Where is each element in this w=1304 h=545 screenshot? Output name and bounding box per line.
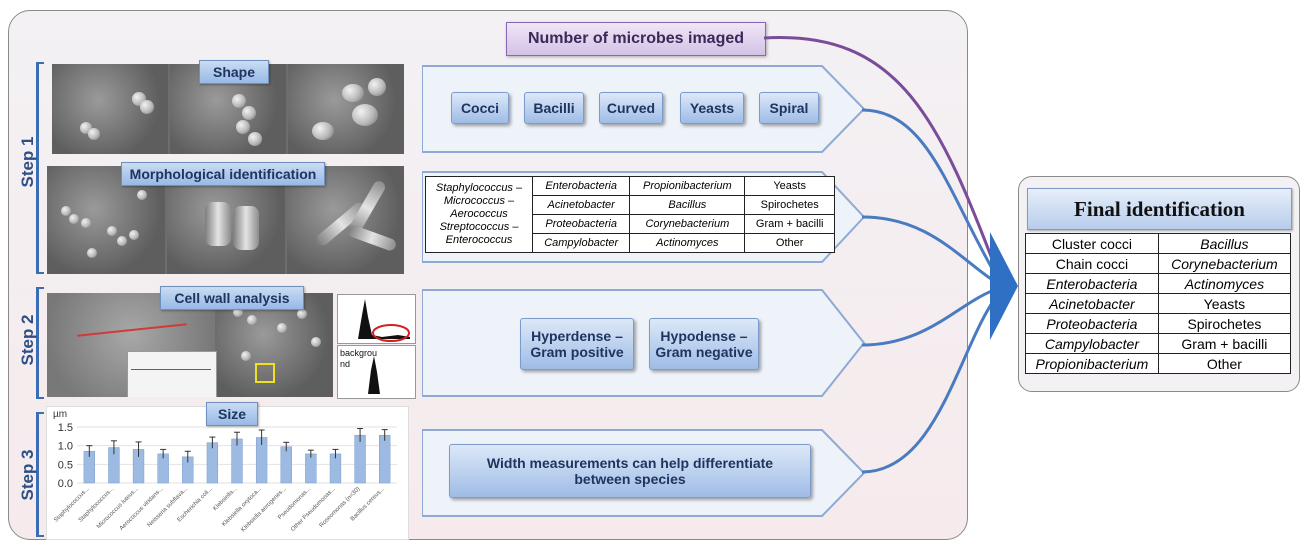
y-tick-label: 0.5 [58,459,73,471]
histogram-top [337,294,416,344]
size-tag: Size [206,402,258,426]
shape-button-spiral: Spiral [759,92,819,124]
final-cell: Actinomyces [1157,273,1292,294]
shape-button-cocci: Cocci [451,92,509,124]
step2-bracket [36,287,44,399]
y-axis-label: µm [53,409,67,420]
shape-tag: Shape [199,60,269,84]
final-identification-title: Final identification [1027,188,1292,230]
final-cell: Bacillus [1157,233,1292,254]
final-cell: Chain cocci [1025,253,1159,274]
cellwall-tag: Cell wall analysis [160,286,304,310]
morph-cell: Other [744,233,835,253]
morphological-tag: Morphological identification [121,162,325,186]
microbes-imaged-box: Number of microbes imaged [506,22,766,56]
morph-cocci-cell: Staphylococcus – Micrococcus – Aerococcu… [425,176,533,253]
final-cell: Enterobacteria [1025,273,1159,294]
y-tick-label: 1.0 [58,441,73,453]
final-cell: Yeasts [1157,293,1292,314]
final-cell: Cluster cocci [1025,233,1159,254]
morph-cell: Actinomyces [629,233,746,253]
gram-negative-button: Hypodense –Gram negative [649,318,759,370]
shape-button-yeasts: Yeasts [680,92,744,124]
morph-cell: Proteobacteria [531,214,631,234]
final-cell: Acinetobacter [1025,293,1159,314]
final-cell: Corynebacterium [1157,253,1292,274]
morphology-table: Staphylococcus – Micrococcus – Aerococcu… [425,176,835,253]
gram-positive-button: Hyperdense –Gram positive [520,318,634,370]
final-cell: Spirochetes [1157,313,1292,334]
y-tick-label: 1.5 [58,422,73,434]
final-cell: Other [1157,353,1292,374]
histogram-bottom: backgrou nd [337,345,416,399]
cellwall-micrographs [47,293,333,397]
width-measurement-box: Width measurements can help differentiat… [449,444,811,498]
final-cell: Gram + bacilli [1157,333,1292,354]
histogram-background-label: backgrou nd [340,348,378,369]
y-tick-label: 0.0 [58,478,73,490]
final-cell: Proteobacteria [1025,313,1159,334]
final-cell: Campylobacter [1025,333,1159,354]
morph-cell: Campylobacter [531,233,631,253]
morph-cell: Gram + bacilli [744,214,835,234]
final-cell: Propionibacterium [1025,353,1159,374]
step1-bracket [36,62,44,274]
step3-bracket [36,412,44,537]
morph-cell: Spirochetes [744,195,835,215]
shape-button-curved: Curved [599,92,663,124]
morph-cell: Bacillus [629,195,746,215]
shape-button-bacilli: Bacilli [524,92,584,124]
